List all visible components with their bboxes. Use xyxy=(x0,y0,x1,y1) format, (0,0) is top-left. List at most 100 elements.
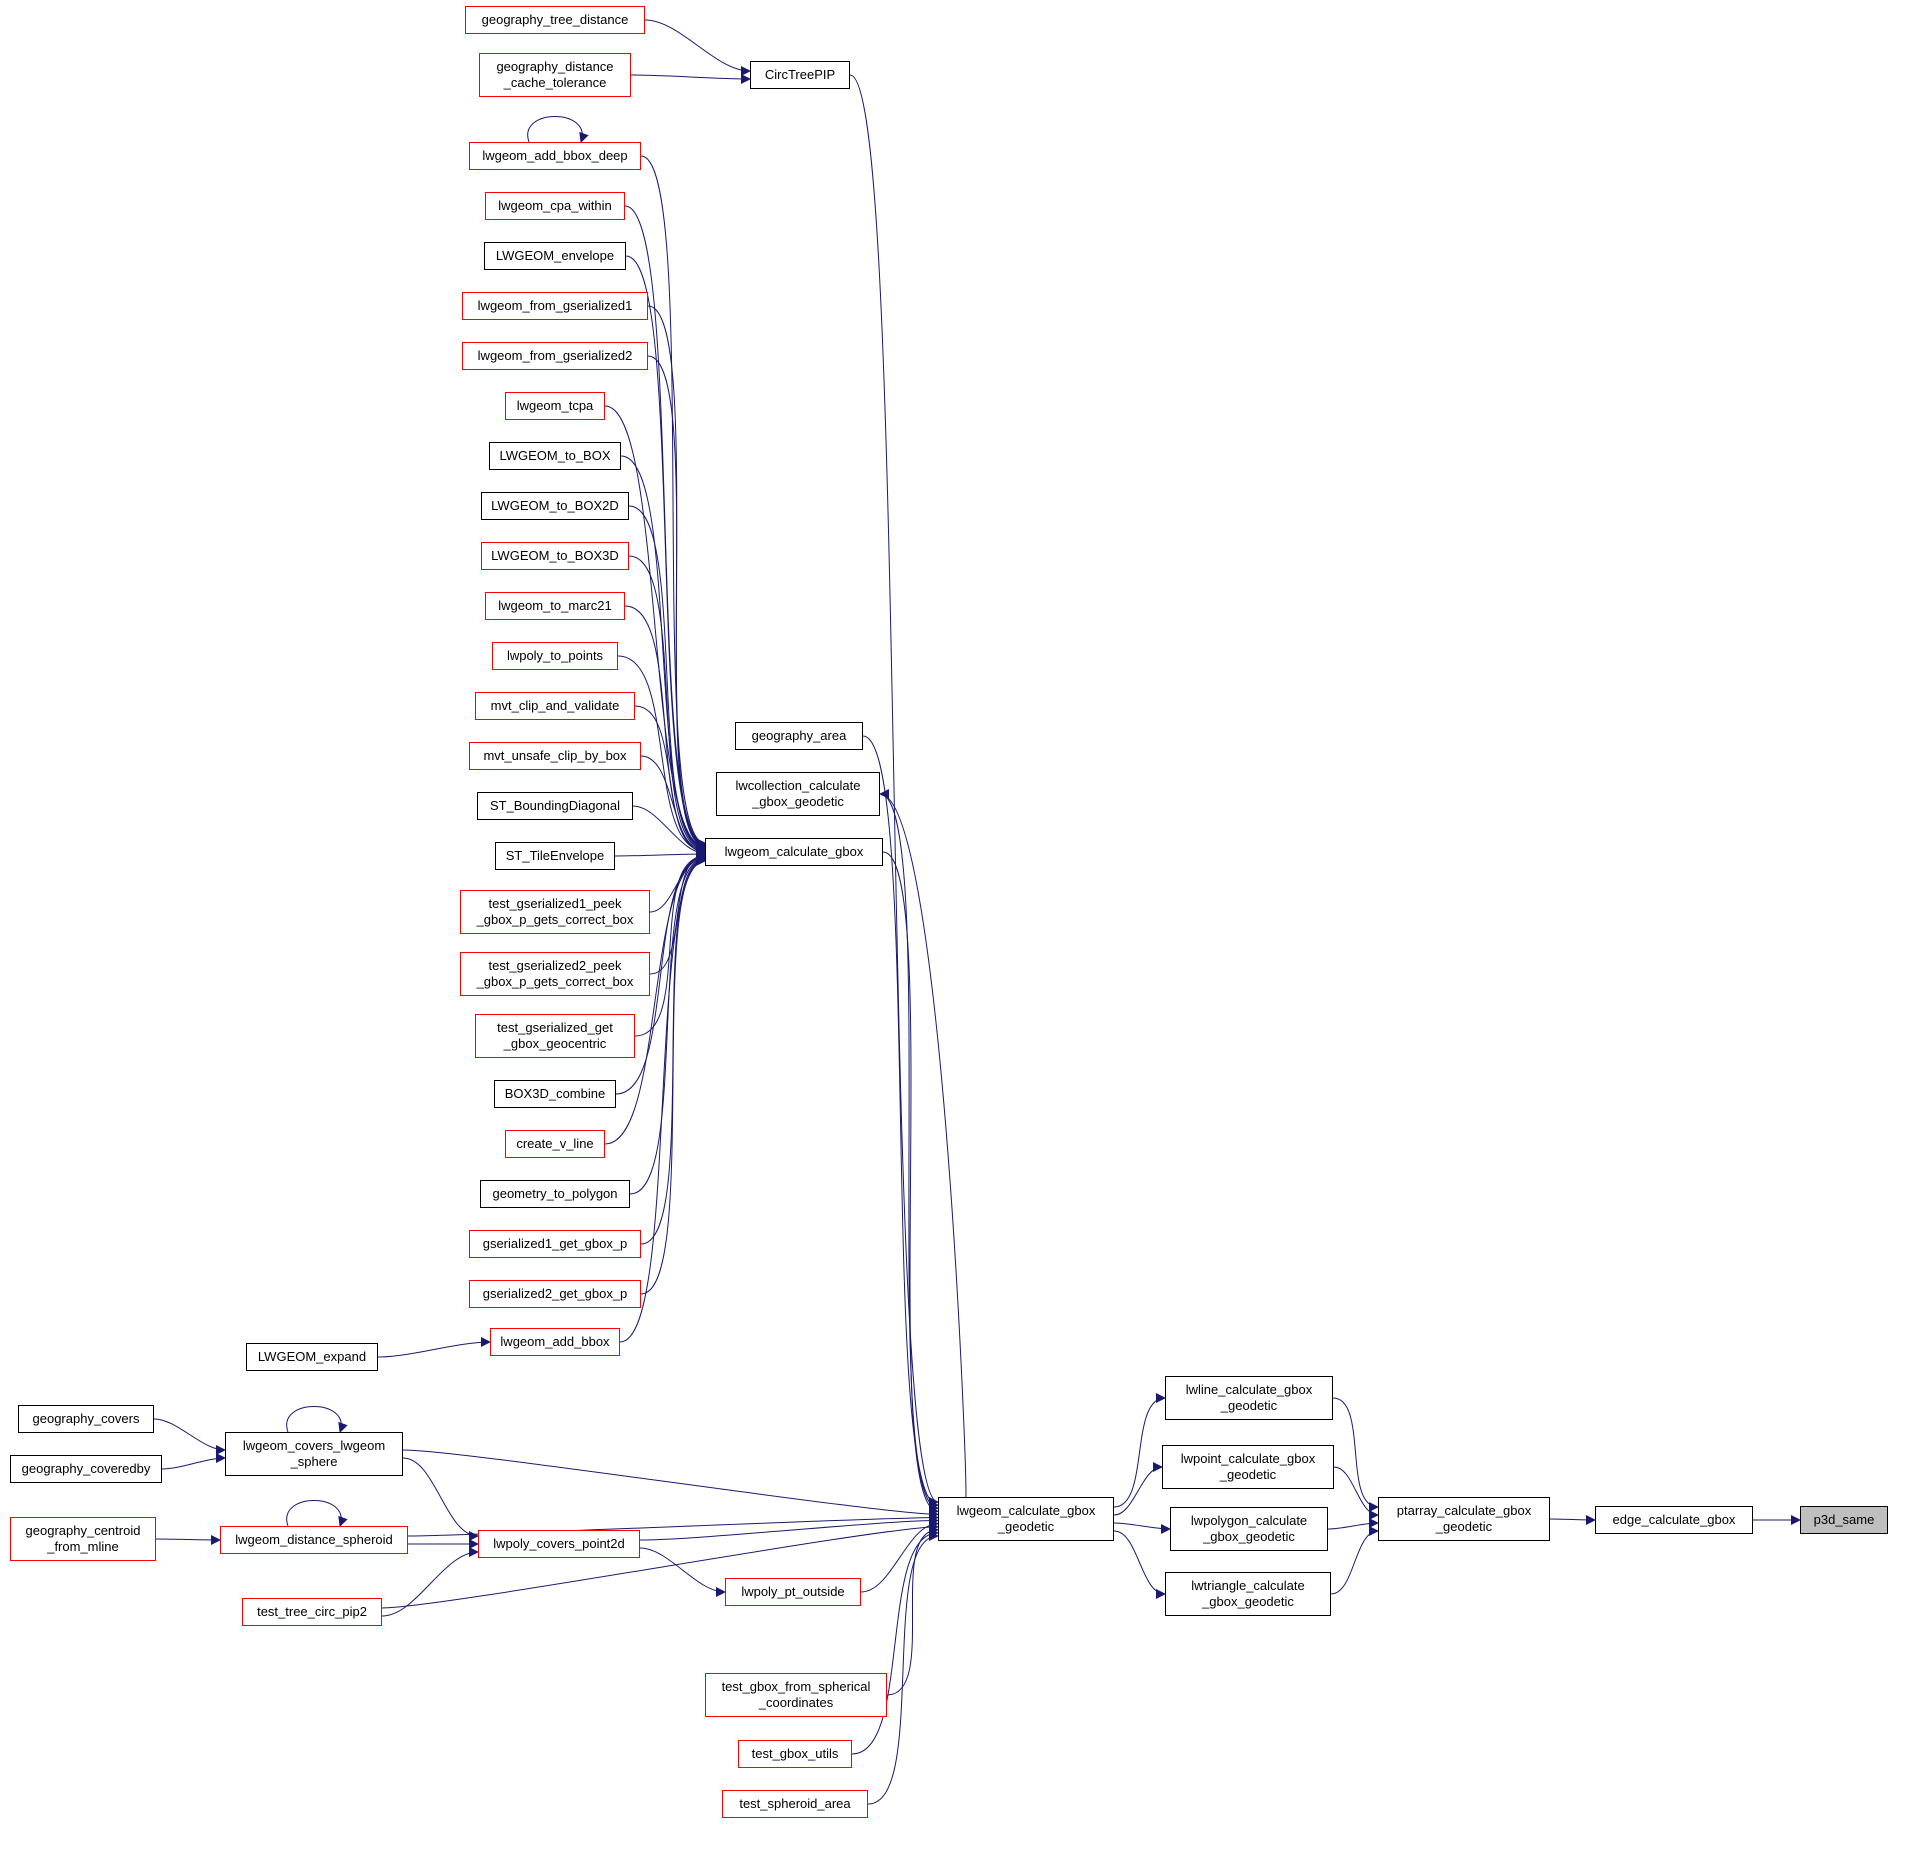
node-lwpolygon_calculate_gbox_geodetic[interactable]: lwpolygon_calculate _gbox_geodetic xyxy=(1170,1507,1328,1551)
edge-geography_tree_distance-to-CircTreePIP xyxy=(644,19,751,76)
edge-test_gserialized2_peek_gbox_p_gets_correct_box-to-lwgeom_calculate_gbox xyxy=(649,850,706,975)
node-mvt_unsafe_clip_by_box[interactable]: mvt_unsafe_clip_by_box xyxy=(469,742,641,770)
node-ptarray_calculate_gbox_geodetic[interactable]: ptarray_calculate_gbox _geodetic xyxy=(1378,1497,1550,1541)
edge-ptarray_calculate_gbox_geodetic-to-edge_calculate_gbox xyxy=(1549,1514,1596,1525)
node-lwgeom_distance_spheroid[interactable]: lwgeom_distance_spheroid xyxy=(220,1526,408,1554)
node-lwgeom_from_gserialized2[interactable]: lwgeom_from_gserialized2 xyxy=(462,342,648,370)
edge-create_v_line-to-lwgeom_calculate_gbox xyxy=(604,852,706,1145)
node-lwgeom_cpa_within[interactable]: lwgeom_cpa_within xyxy=(485,192,625,220)
node-test_spheroid_area[interactable]: test_spheroid_area xyxy=(722,1790,868,1818)
edge-mvt_clip_and_validate-to-lwgeom_calculate_gbox xyxy=(634,705,706,857)
edge-geography_distance_cache_tolerance-to-CircTreePIP xyxy=(630,73,751,84)
node-lwgeom_calculate_gbox_geodetic[interactable]: lwgeom_calculate_gbox _geodetic xyxy=(938,1497,1114,1541)
node-LWGEOM_to_BOX2D[interactable]: LWGEOM_to_BOX2D xyxy=(481,492,629,520)
edge-test_tree_circ_pip2-to-lwpoly_covers_point2d xyxy=(381,1547,479,1617)
edge-geometry_to_polygon-to-lwgeom_calculate_gbox xyxy=(629,853,706,1195)
edge-LWGEOM_to_BOX3D-to-lwgeom_calculate_gbox xyxy=(628,555,706,855)
node-lwpoly_to_points[interactable]: lwpoly_to_points xyxy=(492,642,618,670)
node-lwgeom_from_gserialized1[interactable]: lwgeom_from_gserialized1 xyxy=(462,292,648,320)
node-test_gserialized1_peek_gbox_p_gets_correct_box[interactable]: test_gserialized1_peek _gbox_p_gets_corr… xyxy=(460,890,650,934)
edge-test_gserialized_get_gbox_geocentric-to-lwgeom_calculate_gbox xyxy=(634,851,706,1037)
edge-gserialized2_get_gbox_p-to-lwgeom_calculate_gbox xyxy=(640,855,706,1295)
node-gserialized2_get_gbox_p[interactable]: gserialized2_get_gbox_p xyxy=(469,1280,641,1308)
edge-lwgeom_add_bbox_deep-to-lwgeom_add_bbox_deep xyxy=(527,116,589,143)
edge-lwgeom_calculate_gbox_geodetic-to-lwpoint_calculate_gbox_geodetic xyxy=(1113,1462,1163,1516)
edge-lwgeom_from_gserialized2-to-lwgeom_calculate_gbox xyxy=(647,355,706,852)
edge-lwgeom_calculate_gbox-to-lwgeom_calculate_gbox_geodetic xyxy=(882,851,939,1517)
node-geography_centroid_from_mline[interactable]: geography_centroid _from_mline xyxy=(10,1517,156,1561)
edge-lwpoly_to_points-to-lwgeom_calculate_gbox xyxy=(617,655,706,856)
edge-lwpoly_covers_point2d-to-lwgeom_calculate_gbox_geodetic xyxy=(639,1515,939,1541)
node-LWGEOM_to_BOX3D[interactable]: LWGEOM_to_BOX3D xyxy=(481,542,629,570)
node-gserialized1_get_gbox_p[interactable]: gserialized1_get_gbox_p xyxy=(469,1230,641,1258)
node-lwgeom_calculate_gbox[interactable]: lwgeom_calculate_gbox xyxy=(705,838,883,866)
edge-BOX3D_combine-to-lwgeom_calculate_gbox xyxy=(615,852,706,1095)
node-edge_calculate_gbox[interactable]: edge_calculate_gbox xyxy=(1595,1506,1753,1534)
node-lwtriangle_calculate_gbox_geodetic[interactable]: lwtriangle_calculate _gbox_geodetic xyxy=(1165,1572,1331,1616)
node-BOX3D_combine[interactable]: BOX3D_combine xyxy=(494,1080,616,1108)
edge-geography_centroid_from_mline-to-lwgeom_distance_spheroid xyxy=(155,1534,221,1545)
edge-lwgeom_calculate_gbox_geodetic-to-lwcollection_calculate_gbox_geodetic xyxy=(879,789,967,1498)
node-geography_distance_cache_tolerance[interactable]: geography_distance _cache_tolerance xyxy=(479,53,631,97)
edge-lwgeom_covers_lwgeom_sphere-to-lwpoly_covers_point2d xyxy=(402,1457,479,1541)
node-ST_BoundingDiagonal[interactable]: ST_BoundingDiagonal xyxy=(477,792,633,820)
edge-lwgeom_covers_lwgeom_sphere-to-lwgeom_covers_lwgeom_sphere xyxy=(286,1406,348,1433)
edge-ST_BoundingDiagonal-to-lwgeom_calculate_gbox xyxy=(632,805,706,859)
edge-lwgeom_covers_lwgeom_sphere-to-lwgeom_calculate_gbox_geodetic xyxy=(402,1449,939,1520)
edge-lwgeom_distance_spheroid-to-lwgeom_calculate_gbox_geodetic xyxy=(407,1512,939,1537)
edge-lwpoly_pt_outside-to-lwgeom_calculate_gbox_geodetic xyxy=(860,1518,939,1593)
node-lwpoly_covers_point2d[interactable]: lwpoly_covers_point2d xyxy=(478,1530,640,1558)
node-test_gbox_utils[interactable]: test_gbox_utils xyxy=(738,1740,852,1768)
edge-test_spheroid_area-to-lwgeom_calculate_gbox_geodetic xyxy=(867,1531,939,1805)
node-geography_coveredby[interactable]: geography_coveredby xyxy=(10,1455,162,1483)
edge-ST_TileEnvelope-to-lwgeom_calculate_gbox xyxy=(614,848,706,859)
edge-lwgeom_tcpa-to-lwgeom_calculate_gbox xyxy=(604,405,706,852)
edge-lwgeom_calculate_gbox_geodetic-to-lwline_calculate_gbox_geodetic xyxy=(1113,1393,1166,1508)
edge-lwpoint_calculate_gbox_geodetic-to-ptarray_calculate_gbox_geodetic xyxy=(1333,1466,1379,1520)
node-LWGEOM_to_BOX[interactable]: LWGEOM_to_BOX xyxy=(489,442,621,470)
node-lwpoly_pt_outside[interactable]: lwpoly_pt_outside xyxy=(725,1578,861,1606)
edge-lwgeom_add_bbox-to-lwgeom_calculate_gbox xyxy=(619,856,706,1343)
node-p3d_same: p3d_same xyxy=(1800,1506,1888,1534)
node-LWGEOM_expand[interactable]: LWGEOM_expand xyxy=(246,1343,378,1371)
edge-CircTreePIP-to-lwgeom_calculate_gbox_geodetic xyxy=(849,74,939,1507)
node-geography_covers[interactable]: geography_covers xyxy=(18,1405,154,1433)
node-LWGEOM_envelope[interactable]: LWGEOM_envelope xyxy=(484,242,626,270)
edge-mvt_unsafe_clip_by_box-to-lwgeom_calculate_gbox xyxy=(640,755,706,858)
edge-LWGEOM_to_BOX-to-lwgeom_calculate_gbox xyxy=(620,455,706,853)
edge-test_gbox_utils-to-lwgeom_calculate_gbox_geodetic xyxy=(851,1527,939,1755)
node-CircTreePIP[interactable]: CircTreePIP xyxy=(750,61,850,89)
edge-LWGEOM_to_BOX2D-to-lwgeom_calculate_gbox xyxy=(628,505,706,854)
edge-lwline_calculate_gbox_geodetic-to-ptarray_calculate_gbox_geodetic xyxy=(1332,1397,1379,1512)
node-lwgeom_tcpa[interactable]: lwgeom_tcpa xyxy=(505,392,605,420)
node-lwgeom_covers_lwgeom_sphere[interactable]: lwgeom_covers_lwgeom _sphere xyxy=(225,1432,403,1476)
node-lwgeom_add_bbox[interactable]: lwgeom_add_bbox xyxy=(490,1328,620,1356)
edge-lwpolygon_calculate_gbox_geodetic-to-ptarray_calculate_gbox_geodetic xyxy=(1327,1518,1379,1530)
node-lwpoint_calculate_gbox_geodetic[interactable]: lwpoint_calculate_gbox _geodetic xyxy=(1162,1445,1334,1489)
edge-lwcollection_calculate_gbox_geodetic-to-lwgeom_calculate_gbox_geodetic xyxy=(879,793,939,1514)
node-geography_area[interactable]: geography_area xyxy=(735,722,863,750)
node-lwcollection_calculate_gbox_geodetic[interactable]: lwcollection_calculate _gbox_geodetic xyxy=(716,772,880,816)
edge-geography_covers-to-lwgeom_covers_lwgeom_sphere xyxy=(153,1418,226,1455)
node-test_tree_circ_pip2[interactable]: test_tree_circ_pip2 xyxy=(242,1598,382,1626)
node-create_v_line[interactable]: create_v_line xyxy=(505,1130,605,1158)
node-geography_tree_distance[interactable]: geography_tree_distance xyxy=(465,6,645,34)
node-test_gbox_from_spherical_coordinates[interactable]: test_gbox_from_spherical _coordinates xyxy=(705,1673,887,1717)
edge-lwgeom_distance_spheroid-to-lwgeom_distance_spheroid xyxy=(286,1500,348,1527)
edge-LWGEOM_expand-to-lwgeom_add_bbox xyxy=(377,1337,491,1358)
edge-lwpoly_covers_point2d-to-lwpoly_pt_outside xyxy=(639,1547,726,1597)
node-lwline_calculate_gbox_geodetic[interactable]: lwline_calculate_gbox _geodetic xyxy=(1165,1376,1333,1420)
node-lwgeom_add_bbox_deep[interactable]: lwgeom_add_bbox_deep xyxy=(469,142,641,170)
node-lwgeom_to_marc21[interactable]: lwgeom_to_marc21 xyxy=(485,592,625,620)
node-test_gserialized_get_gbox_geocentric[interactable]: test_gserialized_get _gbox_geocentric xyxy=(475,1014,635,1058)
node-ST_TileEnvelope[interactable]: ST_TileEnvelope xyxy=(495,842,615,870)
edge-lwgeom_add_bbox_deep-to-lwgeom_calculate_gbox xyxy=(640,155,706,848)
node-mvt_clip_and_validate[interactable]: mvt_clip_and_validate xyxy=(475,692,635,720)
node-geometry_to_polygon[interactable]: geometry_to_polygon xyxy=(480,1180,630,1208)
edge-test_tree_circ_pip2-to-lwgeom_calculate_gbox_geodetic xyxy=(381,1521,939,1609)
edge-lwgeom_calculate_gbox_geodetic-to-lwpolygon_calculate_gbox_geodetic xyxy=(1113,1522,1171,1534)
edge-lwgeom_calculate_gbox_geodetic-to-lwtriangle_calculate_gbox_geodetic xyxy=(1113,1530,1166,1599)
node-test_gserialized2_peek_gbox_p_gets_correct_box[interactable]: test_gserialized2_peek _gbox_p_gets_corr… xyxy=(460,952,650,996)
